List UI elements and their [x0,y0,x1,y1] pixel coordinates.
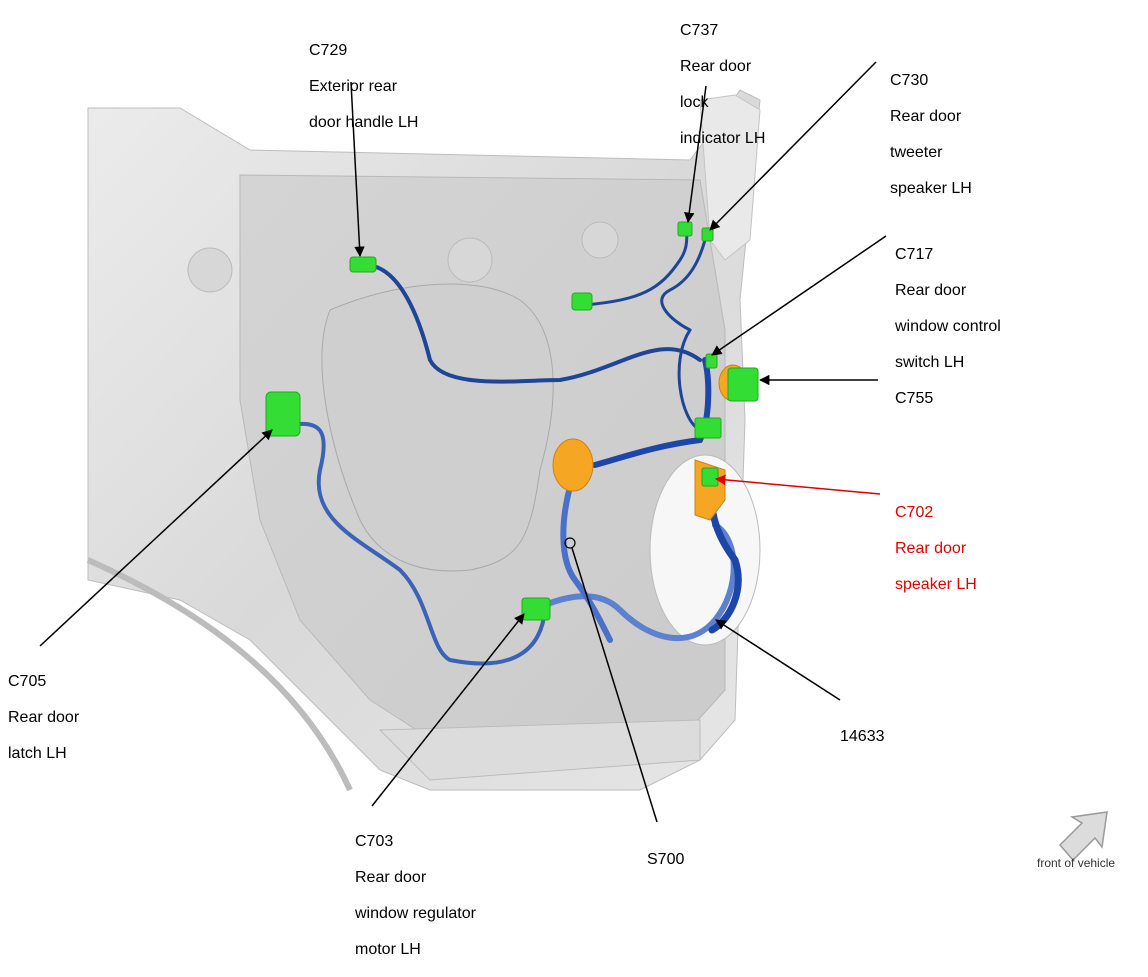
connector-desc: speaker LH [895,576,977,593]
callout-c705: C705 Rear door latch LH [8,655,79,781]
connector-c703 [521,597,551,621]
connector-mid [694,417,722,439]
lower-reinforcement [378,719,701,781]
connector-c705 [265,391,301,437]
wire-upper [583,226,690,307]
callout-c717: C717 Rear door window control switch LH [895,228,1001,390]
connector-desc: speaker LH [890,180,972,197]
callout-c755: C755 [895,372,933,426]
connector-desc: window regulator [355,905,476,922]
leader-c703 [371,613,525,807]
harness-id: 14633 [840,728,885,745]
door-illustration [39,61,887,823]
callout-c729: C729 Exterior rear door handle LH [309,24,418,150]
connector-desc: Rear door [895,540,967,557]
mount-boss [581,221,619,259]
callout-14633: 14633 [840,710,885,764]
connector-c702 [701,467,719,487]
connector-desc: tweeter [890,144,943,161]
connector-c737 [677,221,693,237]
splice-s700 [564,537,576,549]
splice-id: S700 [647,851,685,868]
wire-c730 [660,234,708,332]
connector-c717 [705,353,718,369]
connector-id: C703 [355,833,394,850]
connector-desc: Rear door [895,282,967,299]
mount-boss [187,247,233,293]
callout-c702: C702 Rear door speaker LH [895,486,977,612]
wire-s700 [560,477,613,643]
connector-c730 [701,227,714,242]
wheel-arch-edge [86,557,353,792]
connector-upper [571,292,593,311]
leader-c730 [709,61,877,231]
wire-c729 [363,263,702,384]
leader-c702 [714,474,881,495]
leader-c729 [350,81,365,258]
connector-desc: Rear door [890,108,962,125]
leader-c705 [39,429,273,647]
orientation-label: front of vehicle [1037,856,1116,870]
wire-main [592,357,712,468]
connector-id: C717 [895,246,934,263]
wire-loop [677,328,702,432]
callout-c730: C730 Rear door tweeter speaker LH [890,54,972,216]
leader-14633 [715,619,841,701]
connector-desc: Rear door [355,869,427,886]
connector-id: C737 [680,22,719,39]
connector-id: C755 [895,390,934,407]
callout-c737: C737 Rear door lock indicator LH [680,4,765,166]
callout-c703: C703 Rear door window regulator motor LH [355,815,476,977]
arrow-up-right-icon [1058,811,1108,862]
connector-desc: motor LH [355,941,421,958]
connector-desc: switch LH [895,354,965,371]
grommet-left [552,438,594,492]
wiring-diagram: C729 Exterior rear door handle LH C737 R… [8,4,1116,958]
connector-desc: door handle LH [309,114,419,131]
leader-c717 [711,235,887,356]
connector-desc: Exterior rear [309,78,398,95]
leader-s700 [571,547,658,823]
connector-desc: Rear door [8,709,80,726]
access-cutout [321,283,554,572]
connector-c755 [727,367,759,402]
connector-id: C730 [890,72,929,89]
mount-boss [447,237,493,283]
connector-c729 [349,256,377,273]
wire-c705 [288,421,547,666]
callout-s700: S700 [647,833,684,887]
connector-id: C729 [309,42,348,59]
connector-desc: lock [680,94,709,111]
connector-desc: window control [895,318,1001,335]
connector-id: C702 [895,504,934,521]
connector-desc: indicator LH [680,130,766,147]
connector-desc: latch LH [8,745,67,762]
leader-c737 [684,85,707,224]
connector-id: C705 [8,673,47,690]
connector-desc: Rear door [680,58,752,75]
